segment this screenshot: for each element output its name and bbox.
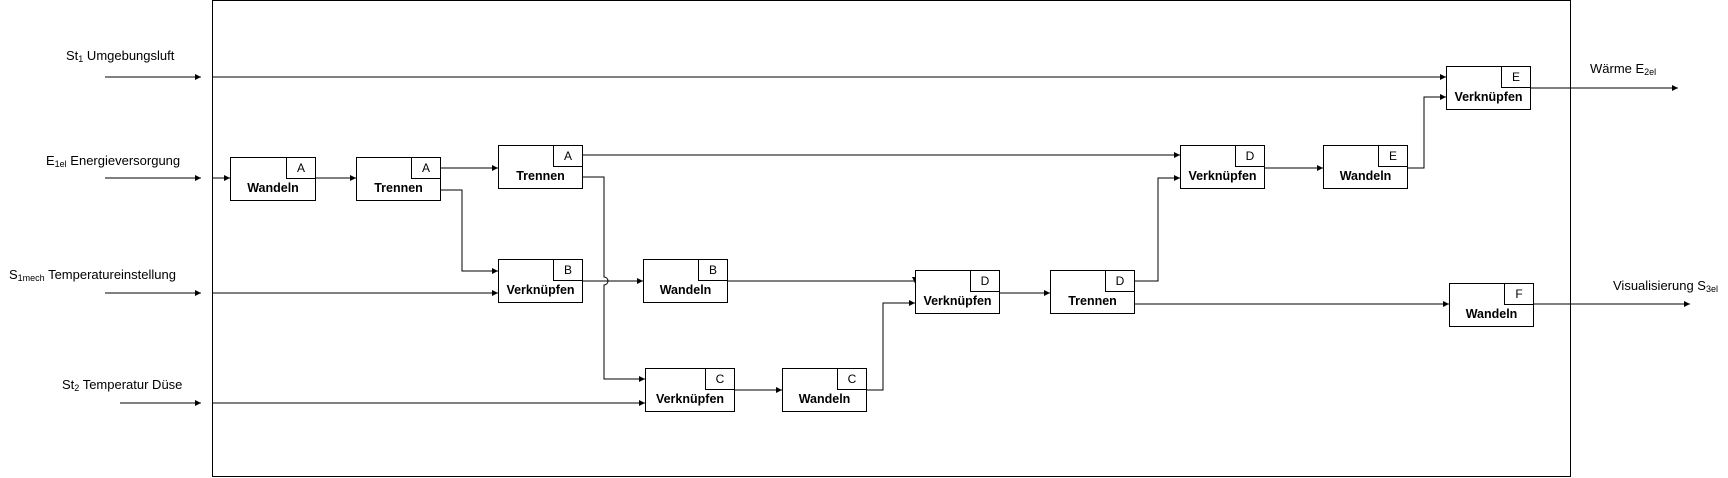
function-tag: B (553, 259, 583, 281)
function-tag: D (970, 270, 1000, 292)
function-tag: C (837, 368, 867, 390)
function-tag: C (705, 368, 735, 390)
function-label: Trennen (1068, 294, 1117, 308)
function-label: Verknüpfen (1454, 90, 1523, 104)
system-boundary (212, 0, 1571, 477)
flow-trennen-verknuepfen-c (583, 176, 645, 382)
function-block: A Trennen (498, 145, 583, 189)
function-block: D Trennen (1050, 270, 1135, 314)
function-label: Verknüpfen (923, 294, 992, 308)
function-label: Wandeln (798, 392, 851, 406)
function-tag: B (698, 259, 728, 281)
function-block: A Trennen (356, 157, 441, 201)
function-tag: E (1501, 66, 1531, 88)
flow-wandeln-c-verknuepfen-d (867, 300, 915, 391)
output-label-waerme: Wärme E2el (1590, 61, 1657, 77)
function-label: Verknüpfen (655, 392, 725, 406)
function-block: A Wandeln (230, 157, 316, 201)
function-label: Verknüpfen (506, 283, 575, 297)
function-tag: A (553, 145, 583, 167)
flow-wandeln-b-verknuepfen-d (728, 277, 918, 283)
flow-wandeln-e-verknuepfen-e (1408, 94, 1446, 169)
function-label: Trennen (374, 181, 423, 195)
function-block: D Verknüpfen (1180, 145, 1265, 189)
function-tag: F (1504, 283, 1534, 305)
function-block: B Wandeln (643, 259, 728, 303)
input-label-st1: St1 Umgebungsluft (66, 48, 175, 64)
input-label-st2: St2 Temperatur Düse (62, 377, 183, 393)
function-label: Wandeln (659, 283, 712, 297)
function-block: B Verknüpfen (498, 259, 583, 303)
function-block: D Verknüpfen (915, 270, 1000, 314)
function-tag: A (411, 157, 441, 179)
function-tag: A (286, 157, 316, 179)
function-label: Wandeln (247, 181, 299, 195)
output-label-visual: Visualisierung S3el (1613, 278, 1718, 294)
input-label-s1: S1mech Temperatureinstellung (9, 267, 176, 283)
input-label-e1: E1el Energieversorgung (46, 153, 181, 169)
function-label: Trennen (516, 169, 565, 183)
function-label: Verknüpfen (1188, 169, 1257, 183)
flow-trennen-verknuepfen-b (441, 189, 498, 274)
function-block: C Verknüpfen (645, 368, 735, 412)
function-block: E Wandeln (1323, 145, 1408, 189)
function-tag: D (1235, 145, 1265, 167)
function-block: C Wandeln (782, 368, 867, 412)
flow-trennen-d-verknuepfen-d2 (1135, 175, 1180, 282)
function-block: F Wandeln (1449, 283, 1534, 327)
function-tag: D (1105, 270, 1135, 292)
function-label: Wandeln (1465, 307, 1518, 321)
function-tag: E (1378, 145, 1408, 167)
function-label: Wandeln (1339, 169, 1392, 183)
function-block: E Verknüpfen (1446, 66, 1531, 110)
